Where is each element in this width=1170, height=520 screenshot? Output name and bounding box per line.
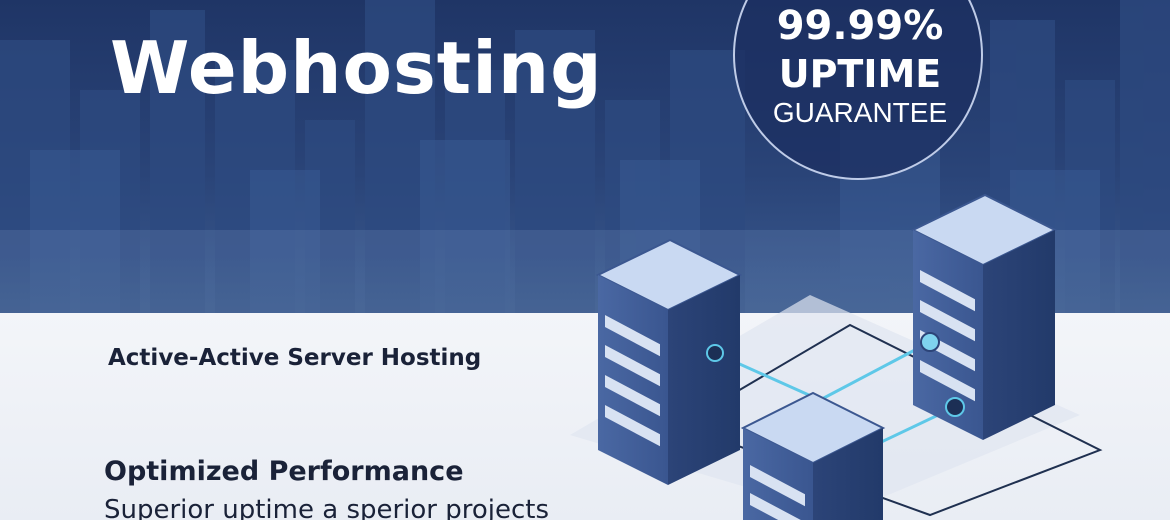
server-rack-icon bbox=[910, 193, 1058, 440]
server-rack-icon bbox=[595, 238, 743, 485]
guarantee-label: GUARANTEE bbox=[772, 97, 948, 128]
feature-performance: Optimized Performance bbox=[104, 456, 464, 487]
uptime-label: UPTIME bbox=[778, 52, 942, 96]
feature-description: Superior uptime a sperior projects bbox=[104, 495, 550, 520]
server-rack-icon bbox=[740, 391, 886, 520]
server-illustration bbox=[570, 193, 1103, 520]
feature-active-active: Active-Active Server Hosting bbox=[108, 345, 482, 371]
uptime-percent: 99.99% bbox=[776, 3, 944, 49]
page-title: Webhosting bbox=[110, 26, 603, 110]
